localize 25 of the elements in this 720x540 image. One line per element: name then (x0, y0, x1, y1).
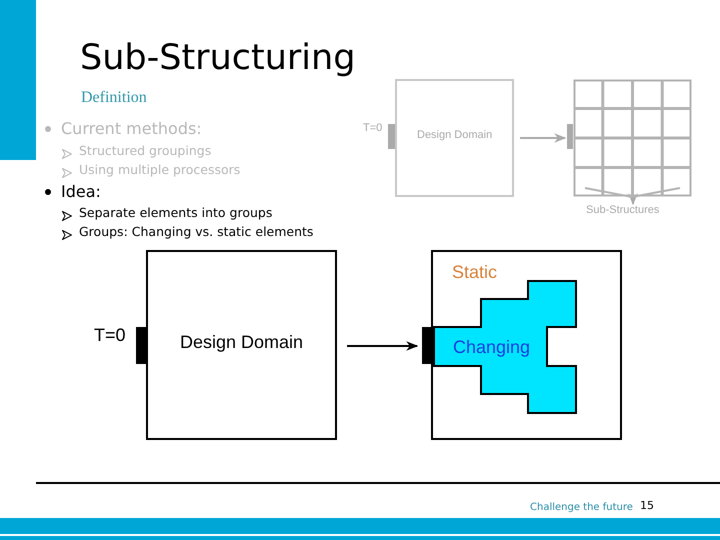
slide-title: Sub-Structuring (80, 38, 356, 78)
node-label: Design Domain (180, 332, 304, 353)
node-label: Static (452, 262, 498, 283)
arrow (628, 193, 638, 206)
sub-bullet-text: Groups: Changing vs. static elements (79, 224, 314, 239)
design-domain-box (146, 250, 337, 440)
time-label: T=0 (363, 122, 382, 134)
grid-box (573, 79, 692, 197)
arrow (520, 133, 566, 143)
sub-bullet-text: Structured groupings (79, 143, 212, 158)
node-label: Changing (453, 337, 530, 358)
bullet-text: Current methods: (61, 119, 202, 138)
sub-bullet-text: Using multiple processors (79, 162, 240, 177)
caption-text: Sub-Structures (586, 204, 660, 216)
changing-region (433, 280, 579, 415)
time-label: T=0 (94, 325, 126, 346)
subtitle: Definition (81, 89, 147, 107)
domain-box (431, 250, 622, 440)
page-number: 15 (640, 499, 654, 512)
bullet-text: Idea: (61, 182, 101, 201)
node-label: Design Domain (417, 129, 492, 141)
footer-slogan: Challenge the future (530, 502, 633, 513)
design-domain-box (395, 79, 514, 197)
arrow (347, 341, 418, 351)
sub-bullet-text: Separate elements into groups (79, 205, 272, 220)
